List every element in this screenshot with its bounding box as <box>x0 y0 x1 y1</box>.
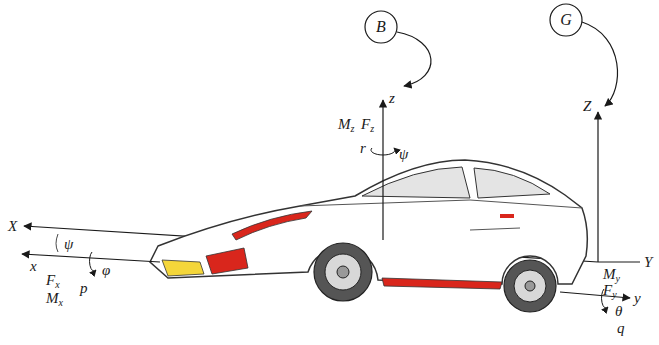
hood-stripe <box>232 211 312 240</box>
rear-wheel <box>504 260 556 312</box>
axis-name: Z <box>583 98 591 114</box>
roll-rotation-arrow <box>90 252 96 271</box>
door-line <box>470 228 520 230</box>
body-frame-leader <box>397 32 431 86</box>
rate-symbol: p <box>80 280 88 296</box>
force-symbol: Fy <box>603 282 617 298</box>
front-rim <box>325 254 361 290</box>
moment-symbol: Mz <box>338 116 354 132</box>
front-wheel <box>314 243 372 301</box>
moment-symbol: My <box>603 266 620 282</box>
angle-symbol: φ <box>102 262 110 278</box>
side-badge <box>500 214 514 218</box>
frame-name: G <box>549 3 583 29</box>
global-y-axis <box>598 261 640 262</box>
yaw-angle-arc <box>56 234 58 252</box>
rear-rim <box>514 270 546 302</box>
windshield <box>362 167 470 198</box>
front-intake <box>206 248 248 274</box>
body-z-axis <box>382 100 383 240</box>
force-symbol: Fz <box>361 116 374 132</box>
body-frame-circle: B <box>364 10 398 44</box>
axis-name: Y <box>644 254 652 270</box>
global-frame-circle: G <box>549 3 583 37</box>
yaw-rotation-arrow <box>371 148 395 155</box>
moment-symbol: Mx <box>46 290 63 306</box>
global-frame-leader <box>582 22 618 106</box>
rear-hub <box>525 281 535 291</box>
angle-symbol: ψ <box>64 236 73 252</box>
global-z-axis <box>597 112 598 262</box>
rate-symbol: r <box>360 140 366 156</box>
angle-symbol: ψ <box>399 146 408 162</box>
side-skirt <box>382 278 502 289</box>
belt-line <box>300 200 582 208</box>
front-hub <box>337 266 349 278</box>
axis-name: x <box>30 258 37 274</box>
front-bumper <box>162 260 204 276</box>
body-y-axis <box>560 292 630 298</box>
body-x-axis <box>22 254 160 262</box>
circle-outline <box>365 11 397 43</box>
rate-symbol: q <box>617 320 625 336</box>
circle-outline <box>550 4 582 36</box>
frame-name: B <box>364 10 398 36</box>
axis-name: y <box>634 290 641 306</box>
angle-symbol: θ <box>615 303 622 319</box>
axis-name: z <box>389 90 395 106</box>
force-symbol: Fx <box>46 272 60 288</box>
axis-name: X <box>8 218 17 234</box>
side-window <box>474 168 550 198</box>
